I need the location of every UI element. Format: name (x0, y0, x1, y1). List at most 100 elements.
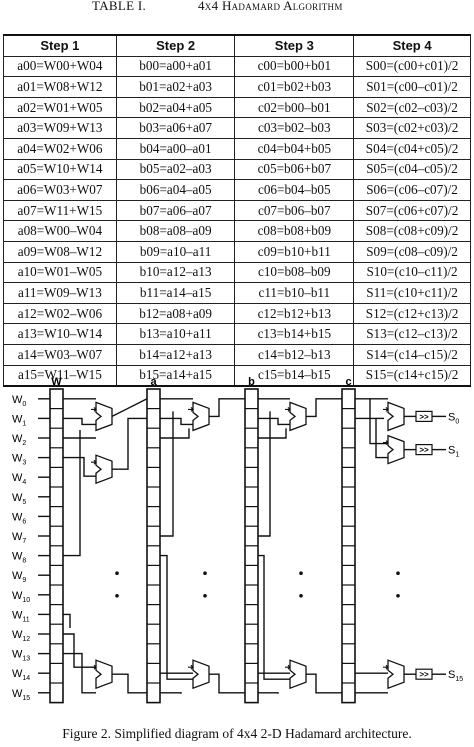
input-label: W3 (12, 453, 26, 467)
input-label: W10 (12, 590, 30, 604)
table-cell-step-4: S04=(c04+c05)/2 (353, 137, 471, 160)
register-W (49, 388, 64, 704)
table-cell-step-2: b09=a10–a11 (115, 240, 236, 263)
adder-stage-1-top (91, 401, 113, 432)
ellipsis-dots (115, 571, 400, 598)
table-cell-step-4: S02=(c02–c03)/2 (353, 96, 471, 119)
adder-stage-2-top (188, 401, 210, 432)
table-cell-step-2: b14=a12+a13 (115, 343, 236, 366)
table-cell-step-3: c04=b04+b05 (234, 137, 355, 160)
table-cell-step-4: S12=(c12+c13)/2 (353, 302, 471, 325)
table-cell-step-1: a12=W02–W06 (3, 302, 117, 325)
table-cell-step-3: c11=b10–b11 (234, 282, 355, 304)
table-cell-step-4: S14=(c14–c15)/2 (353, 343, 471, 366)
table-cell-step-3: c01=b02+b03 (234, 76, 355, 98)
figure-caption: Figure 2. Simplified diagram of 4x4 2-D … (62, 726, 412, 741)
table-cell-step-4: S01=(c00–c01)/2 (353, 76, 471, 98)
table-cell-step-1: a00=W00+W04 (3, 55, 117, 78)
shift-box (415, 443, 433, 456)
table-cell-step-2: b05=a02–a03 (115, 158, 236, 181)
table-cell-step-1: a01=W08+W12 (3, 76, 117, 98)
table-cell-step-4: S09=(c08–c09)/2 (353, 240, 471, 263)
output-label: S0 (448, 411, 459, 425)
table-cell-step-3: c12=b12+b13 (234, 302, 355, 325)
table-cell-step-4: S08=(c08+c09)/2 (353, 220, 471, 242)
table-cell-step-1: a11=W09–W13 (3, 282, 117, 304)
column-label: W (51, 376, 62, 388)
table-cell-step-1: a06=W03+W07 (3, 179, 117, 201)
adder-stage-1-mid (91, 454, 113, 485)
register-a (146, 388, 161, 704)
table-cell-step-3: c10=b08–b09 (234, 261, 355, 284)
input-label: W6 (12, 511, 26, 525)
table-cell-step-4: S11=(c10+c11)/2 (353, 282, 471, 304)
input-label: W14 (12, 668, 30, 682)
input-label: W9 (12, 570, 26, 584)
table-cell-step-1: a13=W10–W14 (3, 323, 117, 345)
table-cell-step-2: b10=a12–a13 (115, 261, 236, 284)
adder-stage-3-top (285, 401, 307, 432)
register-columns (49, 388, 356, 704)
ellipsis-dot (299, 594, 303, 598)
table-cell-step-1: a14=W03–W07 (3, 343, 117, 366)
table-cell-step-3: c07=b06–b07 (234, 199, 355, 222)
table-cell-step-2: b03=a06+a07 (115, 117, 236, 139)
adder-units (91, 401, 433, 690)
header-step-1: Step 1 (3, 34, 117, 57)
output-label: S15 (448, 669, 463, 683)
input-label: W12 (12, 629, 30, 643)
table-caption: TABLE I. 4x4 Hadamard Algorithm (0, 0, 474, 22)
table-cell-step-2: b13=a10+a11 (115, 323, 236, 345)
table-cell-step-1: a03=W09+W13 (3, 117, 117, 139)
table-cell-step-4: S10=(c10–c11)/2 (353, 261, 471, 284)
table-cell-step-4: S13=(c12–c13)/2 (353, 323, 471, 345)
table-cell-step-4: S15=(c14+c15)/2 (353, 364, 471, 388)
table-label: TABLE I. (92, 0, 147, 13)
table-cell-step-1: a10=W01–W05 (3, 261, 117, 284)
column-label: a (150, 376, 157, 388)
shift-box (415, 410, 433, 423)
table-cell-step-4: S03=(c02+c03)/2 (353, 117, 471, 139)
adder-stage-1-bottom (91, 659, 113, 690)
input-label: W15 (12, 688, 30, 702)
header-step-3: Step 3 (234, 34, 355, 57)
adder-stage-4-second (383, 434, 405, 465)
table-title: 4x4 Hadamard Algorithm (198, 0, 343, 13)
table-cell-step-2: b12=a08+a09 (115, 302, 236, 325)
ellipsis-dot (203, 571, 207, 575)
table-cell-step-3: c00=b00+b01 (234, 55, 355, 78)
shift-box (415, 668, 433, 680)
wires (38, 398, 446, 694)
input-label: W0 (12, 394, 26, 408)
table-cell-step-4: S00=(c00+c01)/2 (353, 55, 471, 78)
table-cell-step-4: S07=(c06+c07)/2 (353, 199, 471, 222)
adder-stage-2-bottom (188, 659, 210, 690)
input-label: W13 (12, 649, 30, 663)
ellipsis-dot (396, 571, 400, 575)
table-header-row: Step 1 Step 2 Step 3 Step 4 (3, 34, 471, 57)
table-cell-step-2: b02=a04+a05 (115, 96, 236, 119)
table-cell-step-2: b00=a00+a01 (115, 55, 236, 78)
input-label: W1 (12, 413, 26, 427)
table-cell-step-1: a08=W00–W04 (3, 220, 117, 242)
table-cell-step-2: b01=a02+a03 (115, 76, 236, 98)
register-b (244, 388, 259, 704)
shift-symbol: >> (419, 670, 429, 679)
ellipsis-dot (115, 571, 119, 575)
input-label: W7 (12, 531, 26, 545)
input-label: W2 (12, 433, 26, 447)
